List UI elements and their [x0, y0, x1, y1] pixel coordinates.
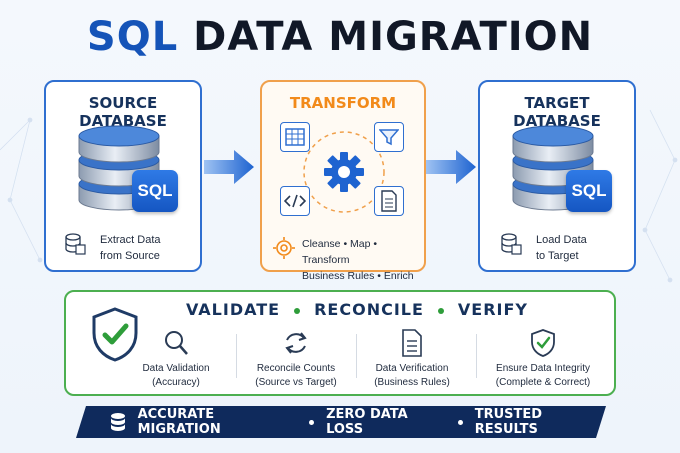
title-sql: SQL [86, 14, 179, 60]
validation-item-label: Data Verification [375, 363, 449, 374]
page-title: SQL DATA MIGRATION [0, 14, 680, 60]
divider [356, 334, 357, 378]
database-small-icon [65, 233, 86, 255]
target-title: TARGET DATABASE [513, 94, 601, 130]
source-database-panel: SOURCE DATABASE SQL Extract Data from So… [44, 80, 202, 272]
source-caption-line1: Extract Data [100, 234, 161, 246]
validation-panel: VALIDATE RECONCILE VERIFY Data Validation (… [64, 290, 616, 396]
transform-caption: Cleanse • Map • Transform Business Rules… [302, 236, 424, 284]
target-caption-line2: to Target [536, 250, 579, 262]
validation-item-verification: Data Verification (Business Rules) [352, 328, 472, 390]
target-caption-line1: Load Data [536, 234, 587, 246]
validation-item-reconcile: Reconcile Counts (Source vs Target) [236, 328, 356, 390]
table-icon [280, 122, 310, 152]
validation-heading: VALIDATE RECONCILE VERIFY [186, 300, 528, 319]
refresh-icon [285, 332, 307, 354]
validation-item-sub: (Accuracy) [152, 377, 200, 388]
divider [236, 334, 237, 378]
document-icon [402, 329, 422, 357]
transform-caption-line2: Business Rules • Enrich [302, 270, 414, 282]
database-icon [110, 412, 126, 432]
transform-caption-line1: Cleanse • Map • Transform [302, 238, 378, 266]
heading-verify: VERIFY [457, 300, 529, 319]
shield-check-icon [92, 307, 138, 362]
shield-check-icon [531, 329, 555, 357]
gear-icon [324, 152, 364, 192]
arrow-right-icon [426, 150, 476, 184]
magnifier-icon [165, 331, 188, 355]
database-small-icon [501, 233, 522, 255]
sql-badge: SQL [132, 170, 178, 212]
arrow-right-icon [204, 150, 254, 184]
target-caption: Load Data to Target [536, 232, 587, 264]
source-caption: Extract Data from Source [100, 232, 161, 264]
heading-reconcile: RECONCILE [314, 300, 424, 319]
sql-badge: SQL [566, 170, 612, 212]
transform-cycle [303, 131, 385, 213]
heading-validate: VALIDATE [186, 300, 281, 319]
document-icon [374, 186, 404, 216]
filter-icon [374, 122, 404, 152]
bottom-banner: ACCURATE MIGRATION ZERO DATA LOSS TRUSTED … [76, 406, 606, 438]
transform-title: TRANSFORM [289, 94, 397, 112]
validation-item-accuracy: Data Validation (Accuracy) [116, 328, 236, 390]
divider [476, 334, 477, 378]
validation-item-label: Data Validation [142, 363, 210, 374]
validation-item-sub: (Complete & Correct) [495, 377, 591, 388]
validation-item-label: Reconcile Counts [256, 363, 336, 374]
banner-trusted: TRUSTED RESULTS [474, 407, 543, 437]
source-caption-line2: from Source [100, 250, 160, 262]
code-icon [280, 186, 310, 216]
transform-panel: TRANSFORM Cleanse • Map • Transform Busi… [260, 80, 426, 282]
validation-item-label: Ensure Data Integrity [496, 363, 590, 374]
title-rest: DATA MIGRATION [193, 14, 594, 60]
validation-item-sub: (Business Rules) [374, 377, 450, 388]
target-database-panel: TARGET DATABASE SQL Load Data to Target [478, 80, 636, 272]
source-title: SOURCE DATABASE [79, 94, 167, 130]
banner-zero-loss: ZERO DATA LOSS [326, 407, 408, 437]
settings-small-icon [273, 237, 295, 259]
validation-item-sub: (Source vs Target) [255, 377, 337, 388]
validation-item-integrity: Ensure Data Integrity (Complete & Correct… [478, 328, 608, 390]
banner-accurate: ACCURATE MIGRATION [137, 407, 221, 437]
